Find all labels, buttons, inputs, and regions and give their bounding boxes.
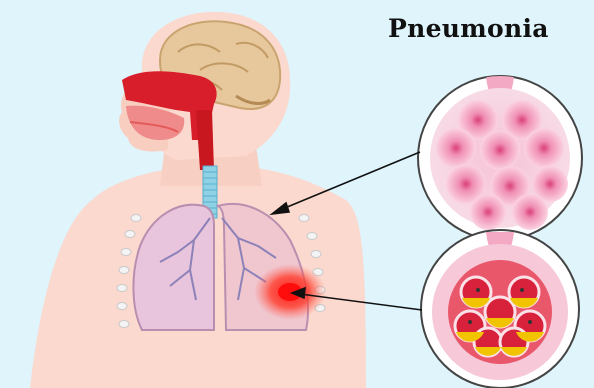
infected-alveoli-zoom-icon <box>421 230 579 388</box>
healthy-alveoli-zoom-icon <box>418 76 582 240</box>
